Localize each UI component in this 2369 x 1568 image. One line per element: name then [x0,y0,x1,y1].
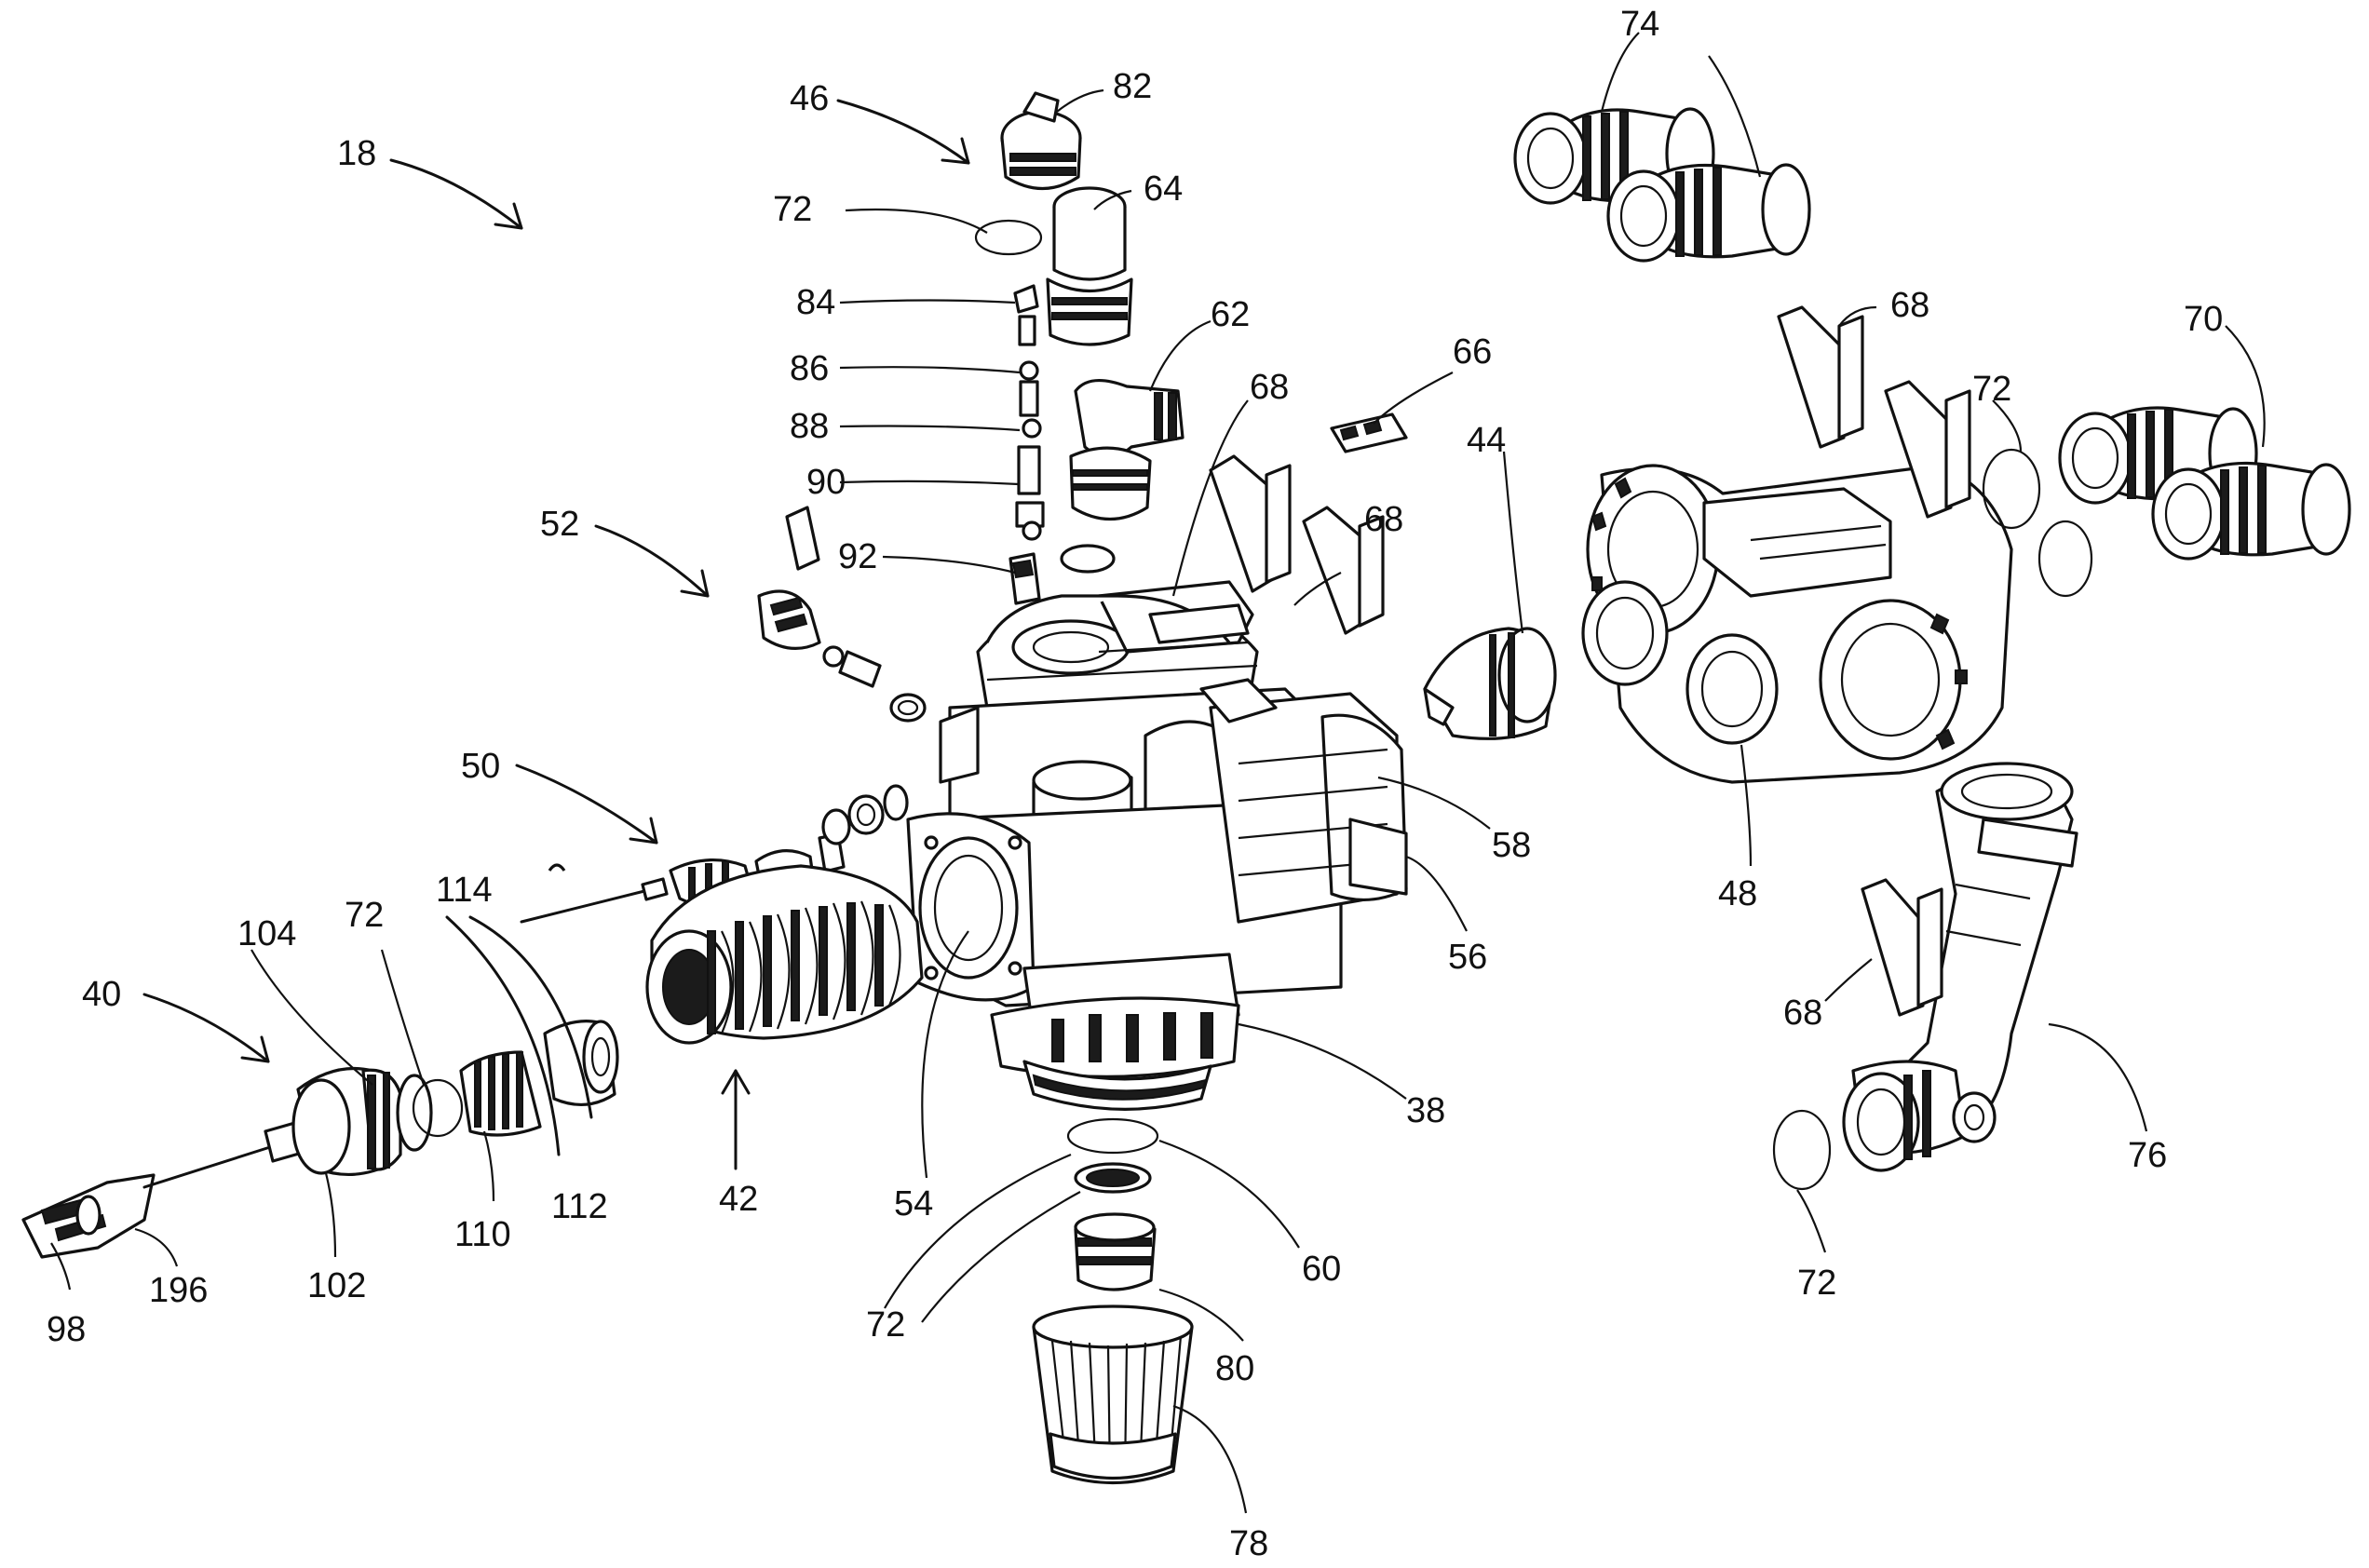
valve-body-38 [906,580,1408,1111]
label-80: 80 [1215,1349,1254,1388]
label-68-lower: 68 [1783,994,1822,1033]
label-98: 98 [47,1310,86,1349]
drive-assembly-40 [21,915,619,1259]
label-60: 60 [1302,1250,1341,1289]
clips-68-center [1209,412,1408,635]
label-112: 112 [551,1187,608,1226]
o-ring-72-right-b [2037,520,2093,598]
stem-parts [1013,284,1045,541]
assembly-arrows [142,99,970,1170]
label-68-right: 68 [1890,286,1929,325]
label-52: 52 [540,505,579,544]
label-72-left: 72 [345,896,384,935]
o-ring-72-top [974,219,1043,256]
o-ring-72-lower-right [1772,1109,1832,1191]
label-58: 58 [1492,826,1531,865]
label-92: 92 [838,537,877,576]
label-82: 82 [1113,67,1152,106]
label-68-mid: 68 [1364,500,1403,539]
label-54: 54 [894,1184,933,1223]
label-56: 56 [1448,938,1487,977]
nozzle-44 [1423,627,1557,740]
label-76: 76 [2128,1136,2167,1175]
leader-lines [50,32,2266,1514]
label-72-top: 72 [773,190,812,229]
label-44: 44 [1467,421,1506,460]
label-42: 42 [719,1180,758,1219]
cap-assembly-46 [974,91,1133,346]
label-72-lower-right: 72 [1797,1264,1836,1303]
o-ring-72-right-a [1982,448,2041,530]
label-84: 84 [796,283,835,322]
elbow-fitting-62 [1060,379,1184,574]
label-104: 104 [237,914,296,953]
label-64: 64 [1144,169,1183,209]
label-68-center: 68 [1250,368,1289,407]
label-114: 114 [436,871,493,910]
reference-labels: 18 46 82 64 72 84 86 88 90 62 68 66 44 6… [47,5,2223,1563]
label-70: 70 [2184,300,2223,339]
label-74: 74 [1620,5,1659,44]
fittings-70 [1982,406,2351,598]
bottom-stack [1032,1117,1194,1485]
label-102: 102 [307,1266,366,1305]
label-50: 50 [461,747,500,786]
label-46: 46 [790,79,829,118]
label-62: 62 [1211,295,1250,334]
label-90: 90 [806,463,846,502]
label-66: 66 [1453,332,1492,372]
label-86: 86 [790,349,829,388]
label-40: 40 [82,975,121,1014]
label-78: 78 [1229,1524,1268,1563]
label-48: 48 [1718,874,1757,913]
label-38: 38 [1406,1091,1445,1130]
label-88: 88 [790,407,829,446]
label-18: 18 [337,134,376,173]
label-72-bottom: 72 [866,1305,905,1345]
check-assembly-52 [757,589,927,723]
o-ring-72-left [412,1078,464,1138]
piston-stack-42 [645,864,924,1045]
label-72-right: 72 [1972,370,2011,409]
elbow-tube-76 [1772,762,2078,1191]
clip-92 [785,506,1041,605]
label-196: 196 [149,1271,208,1310]
bypass-valve-48 [1581,305,2013,784]
label-110: 110 [454,1215,511,1254]
o-ring-60 [1066,1117,1159,1155]
fittings-74 [1513,107,1811,263]
